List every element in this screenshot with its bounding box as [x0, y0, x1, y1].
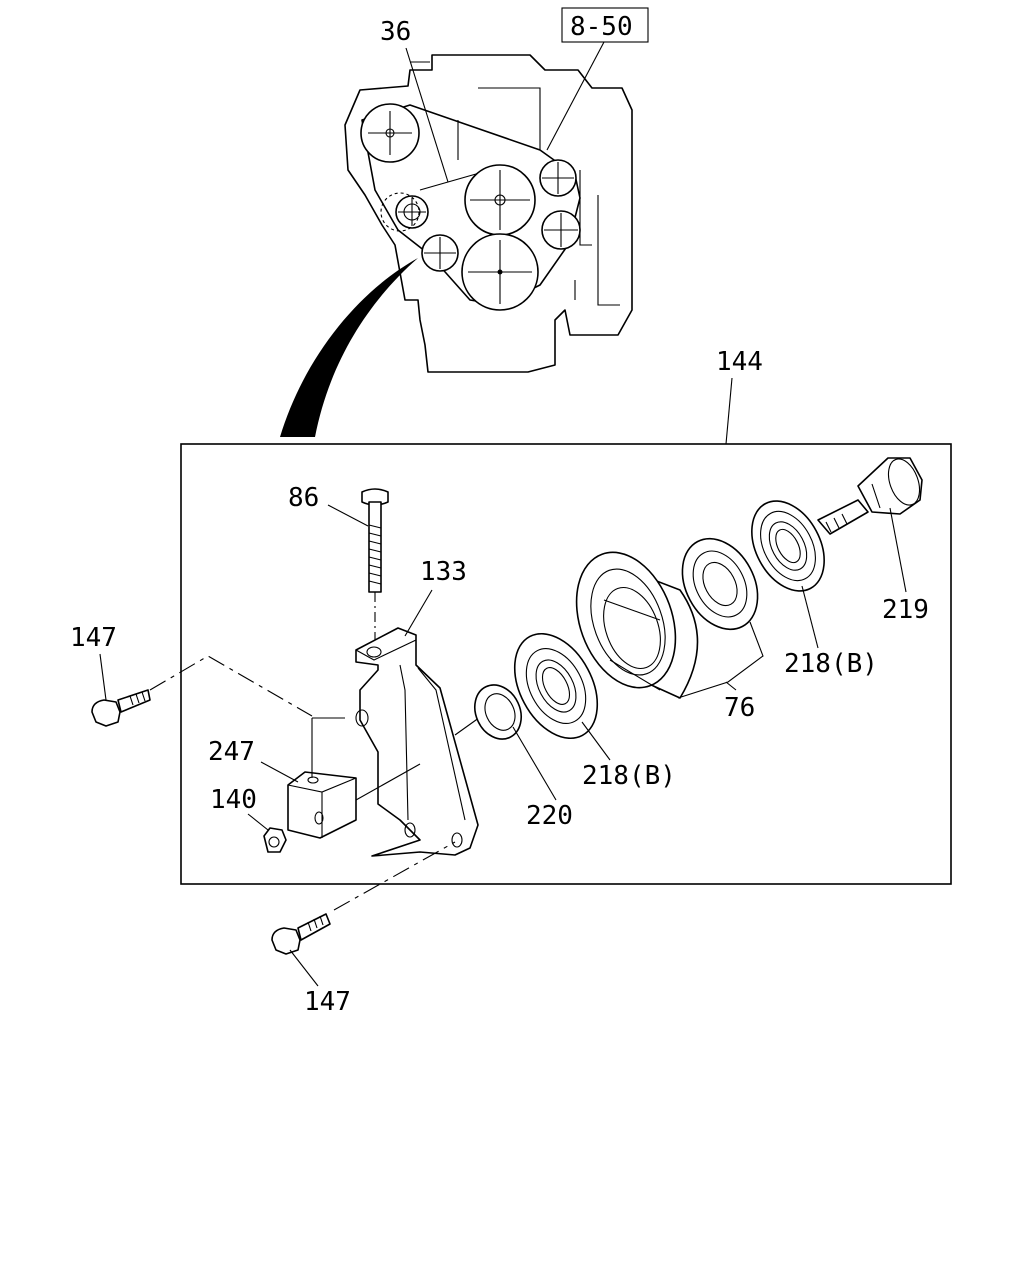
engine-outline-icon: [344, 54, 633, 373]
leader-line: [725, 377, 733, 445]
leader-line: [546, 41, 605, 151]
bearing-icon: [751, 500, 825, 592]
bolt-icon: [817, 457, 923, 535]
leader-line: [247, 813, 269, 831]
callout-bolt-shaft-label: 219: [882, 595, 929, 625]
bolt-icon: [361, 488, 389, 593]
bolt-icon: [91, 689, 151, 727]
callout-pulley-label: 76: [724, 693, 755, 723]
callout-bearing-front-label: 218(B): [582, 761, 676, 791]
block-icon: [287, 771, 357, 839]
bearing-icon: [681, 537, 759, 631]
spacer-icon: [474, 684, 522, 740]
ref-page-box: [561, 7, 649, 43]
leader-line: [581, 721, 611, 761]
assembly-line: [355, 763, 421, 801]
callout-block-label: 247: [208, 737, 255, 767]
leader-line: [289, 949, 319, 987]
leader-line: [889, 507, 907, 593]
callout-arrow: [280, 258, 418, 437]
callout-spacer-label: 220: [526, 801, 573, 831]
callout-stud-bolt-label: 86: [288, 483, 319, 513]
pulley-icon: [421, 234, 459, 272]
pulley-icon: [461, 233, 539, 311]
pulley-icon: [395, 195, 429, 229]
callout-bolt-lower-label: 147: [304, 987, 351, 1017]
pulley-icon: [464, 164, 536, 236]
leader-line: [99, 653, 107, 701]
assembly-line: [149, 655, 313, 717]
bracket-icon: [355, 627, 479, 857]
nut-icon: [263, 827, 287, 853]
pulley-icon: [360, 103, 420, 163]
leader-line: [725, 681, 737, 691]
leader-line: [260, 761, 299, 783]
callout-ref-page-label: 8-50: [570, 12, 633, 42]
callout-bearing-rear-label: 218(B): [784, 649, 878, 679]
leader-line: [512, 726, 557, 801]
callout-assembly-label: 144: [716, 347, 763, 377]
leader-line: [405, 47, 449, 183]
leader-line: [404, 589, 433, 637]
assembly-line: [333, 841, 456, 911]
pulley-icon: [575, 551, 699, 699]
callout-bolt-upper-label: 147: [70, 623, 117, 653]
pulley-icon: [539, 159, 577, 197]
callout-bracket-label: 133: [420, 557, 467, 587]
leader-line: [801, 585, 819, 649]
bracket-leader: [677, 621, 764, 699]
belt-path: [361, 104, 581, 306]
callout-belt-label: 36: [380, 17, 411, 47]
bearing-icon: [513, 632, 599, 740]
leader-line: [327, 504, 369, 527]
callout-nut-label: 140: [210, 785, 257, 815]
pulley-icon: [541, 210, 581, 250]
detail-frame: [180, 443, 952, 885]
bolt-icon: [271, 913, 331, 955]
